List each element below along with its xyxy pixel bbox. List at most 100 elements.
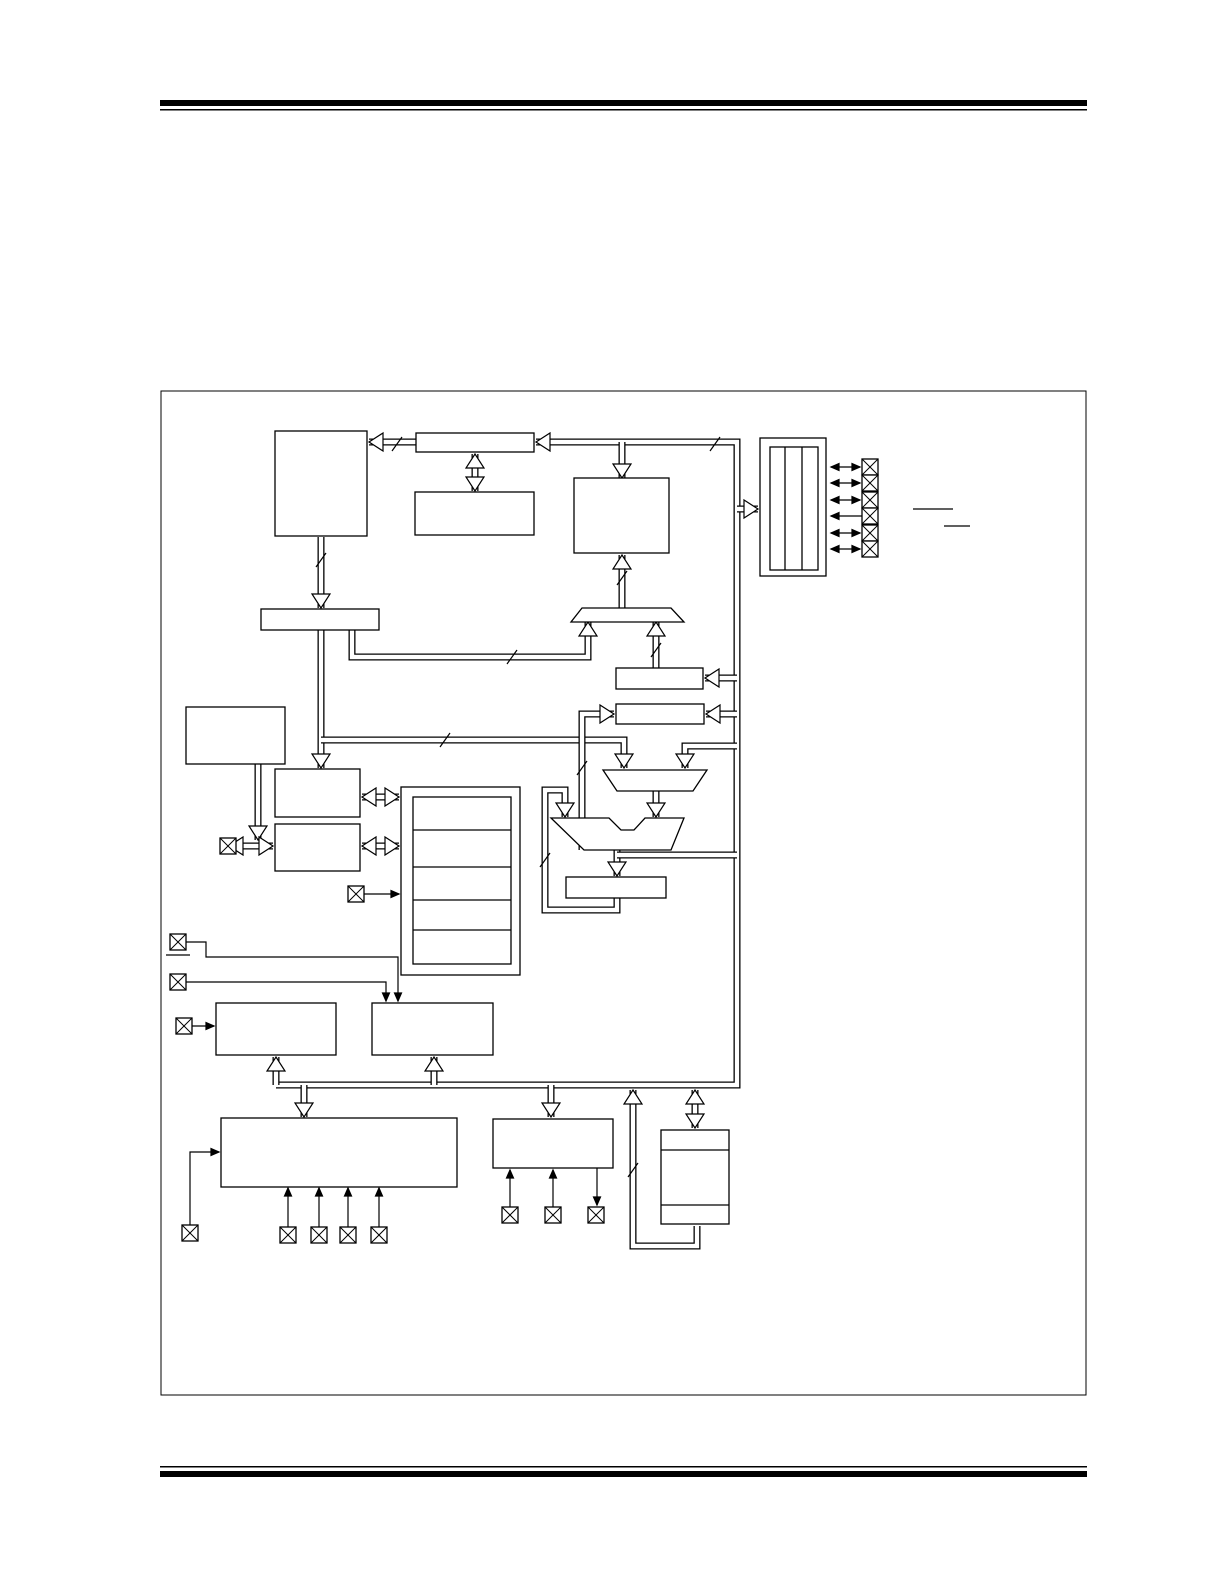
- bus-width-slash: [709, 436, 721, 452]
- bus-arrowhead-icon: [310, 753, 332, 770]
- ram-block: [573, 477, 670, 554]
- w-register-block: [565, 876, 667, 899]
- bus-arrowhead-icon: [258, 835, 275, 857]
- bus-line-inner: [349, 622, 591, 660]
- bus-arrowhead-icon: [360, 786, 377, 808]
- bus-arrowhead-icon: [743, 498, 760, 520]
- arrow-icon: [381, 992, 391, 1003]
- bus-arrowhead-icon: [265, 1055, 287, 1072]
- bus-width-slash: [650, 642, 662, 658]
- pin-icon: [310, 1226, 328, 1244]
- blocks: [185, 430, 827, 1225]
- arrow-icon: [205, 1021, 216, 1031]
- pin-icon: [219, 837, 237, 855]
- arrow-icon: [851, 528, 862, 538]
- bus-width-slash: [576, 760, 588, 776]
- eeprom-block: [660, 1129, 730, 1225]
- peripheral-group-inner: [412, 796, 512, 965]
- bus-arrowhead-icon: [464, 476, 486, 493]
- pins: [169, 458, 879, 1244]
- pin-cross: [587, 1206, 605, 1224]
- alu-mux: [601, 769, 709, 792]
- header-rule: [160, 100, 1087, 111]
- arrow-icon: [829, 478, 840, 488]
- stack-block: [414, 491, 535, 536]
- bus-arrowhead-icon: [310, 593, 332, 610]
- pin-icon: [169, 933, 187, 951]
- pin-cross: [861, 491, 879, 509]
- module-block-c: [220, 1117, 458, 1188]
- pin-cross: [219, 837, 237, 855]
- pin-icon: [861, 458, 879, 476]
- bus-arrowhead-icon: [293, 1102, 315, 1119]
- bus-arrowhead-icon: [704, 703, 721, 725]
- pin-icon: [861, 491, 879, 509]
- pin-icon: [175, 1017, 193, 1035]
- pin-cross: [861, 458, 879, 476]
- program-counter-block: [415, 432, 535, 453]
- module-block-d: [492, 1118, 614, 1169]
- instruction-decode-block: [185, 706, 286, 765]
- bus-line-inner: [542, 787, 620, 913]
- bus-arrowhead-icon: [684, 1113, 706, 1130]
- bus-width-slash: [627, 1162, 639, 1178]
- figure-frame: [160, 390, 1087, 1396]
- arrow-icon: [314, 1186, 324, 1197]
- pin-icon: [181, 1224, 199, 1242]
- pin-cross: [169, 973, 187, 991]
- arrow-icon: [829, 544, 840, 554]
- arrow-icon: [829, 528, 840, 538]
- bus-arrowhead-icon: [645, 802, 667, 819]
- pin-icon: [347, 885, 365, 903]
- pin-cross: [279, 1226, 297, 1244]
- bus-arrowhead-icon: [674, 753, 696, 770]
- pin-cross: [347, 885, 365, 903]
- port-block-inner: [769, 446, 819, 571]
- pin-cross: [544, 1206, 562, 1224]
- bus-width-slash: [539, 852, 551, 868]
- pin-cross: [861, 474, 879, 492]
- bus-arrowhead-icon: [577, 620, 599, 637]
- program-memory-block: [274, 430, 368, 537]
- pin-icon: [501, 1206, 519, 1224]
- bus-arrowhead-icon: [534, 431, 551, 453]
- bus-line-inner: [630, 1090, 700, 1249]
- bus-width-slash: [616, 570, 628, 586]
- arrow-icon: [592, 1196, 602, 1207]
- bus-arrowhead-icon: [622, 1088, 644, 1105]
- pin-cross: [339, 1226, 357, 1244]
- bus-arrowhead-icon: [684, 1088, 706, 1105]
- address-mux: [569, 607, 686, 623]
- arrow-icon: [829, 495, 840, 505]
- pin-cross: [175, 1017, 193, 1035]
- module-block-b: [371, 1002, 494, 1056]
- bus-arrowhead-icon: [360, 835, 377, 857]
- pin-cross: [181, 1224, 199, 1242]
- bus-line: [681, 742, 737, 768]
- bus-arrowhead-icon: [554, 802, 576, 819]
- bus-arrowhead-icon: [645, 620, 667, 637]
- bus-arrowhead-icon: [384, 786, 401, 808]
- bus-arrowhead-icon: [367, 431, 384, 453]
- bus-arrowhead-icon: [611, 463, 633, 480]
- footer-rule: [160, 1466, 1087, 1477]
- signal-lines: [186, 462, 862, 1227]
- bus-arrowhead-icon: [611, 553, 633, 570]
- pin-icon: [339, 1226, 357, 1244]
- bus-line-inner: [536, 439, 740, 1088]
- bus-arrowhead-icon: [247, 825, 269, 842]
- pin-cross: [370, 1226, 388, 1244]
- bus-line: [348, 622, 592, 661]
- bus-width-slash: [439, 732, 451, 748]
- module-block-a: [215, 1002, 337, 1056]
- arrow-icon: [829, 462, 840, 472]
- pin-icon: [861, 474, 879, 492]
- bus-width-slash: [391, 436, 403, 452]
- pin-cross: [861, 507, 879, 525]
- arrow-icon: [829, 511, 840, 521]
- oscillator-block: [274, 823, 361, 872]
- pin-cross: [861, 524, 879, 542]
- arrow-icon: [505, 1168, 515, 1179]
- pin-cross: [501, 1206, 519, 1224]
